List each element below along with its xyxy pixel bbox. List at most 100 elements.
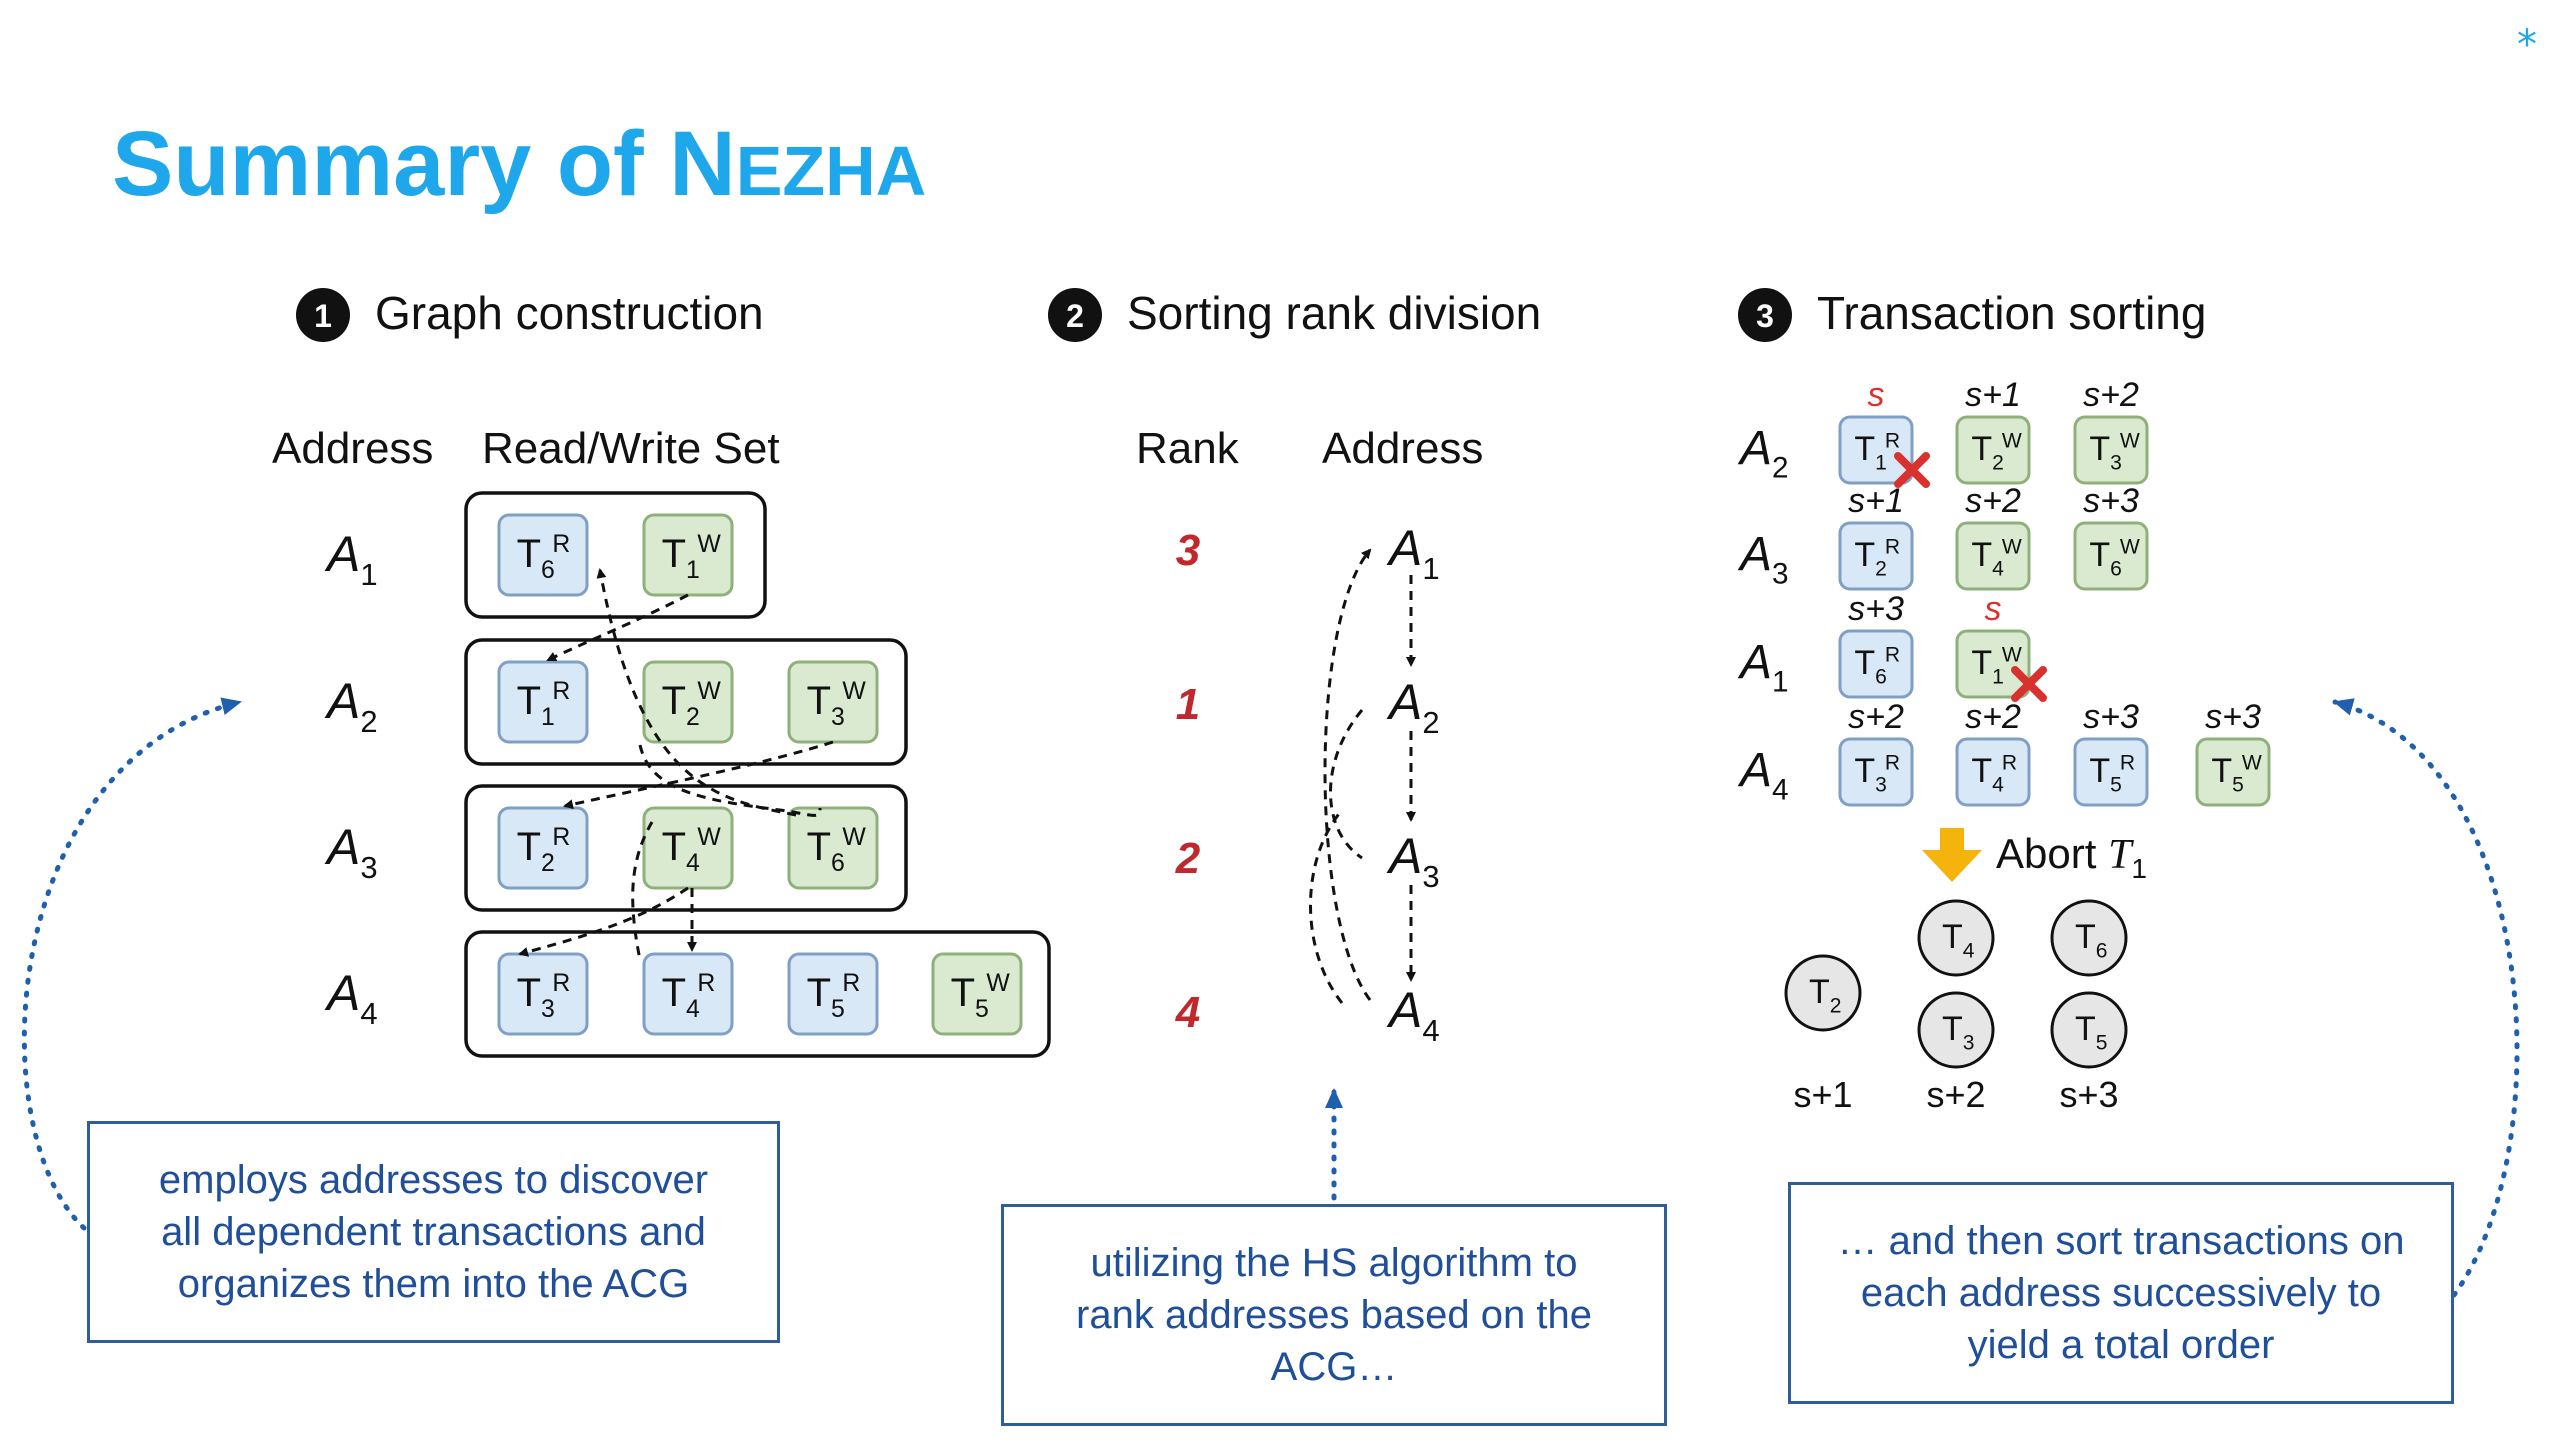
rank-edge — [1323, 548, 1372, 1001]
sorted-tx-box: T4R — [1955, 737, 2031, 807]
callout-transaction-sorting: … and then sort transactions on each add… — [1788, 1182, 2454, 1404]
tx-label: T4R — [662, 970, 716, 1023]
sort-address-label: A1 — [1737, 636, 1789, 698]
tx-box-bg — [931, 952, 1023, 1036]
section-number: 3 — [1756, 298, 1774, 334]
section-3-header: 3 Transaction sorting — [1738, 287, 2206, 342]
tx-box-bg — [1838, 737, 1914, 807]
tx-box-bg — [787, 806, 879, 890]
tx-label: T6R — [517, 531, 571, 584]
tx-box-bg — [1955, 415, 2031, 485]
ranked-address: A3 — [1386, 828, 1440, 894]
address-container — [464, 930, 1051, 1058]
tx-box: T3R — [497, 952, 589, 1036]
section-number-badge — [1048, 288, 1102, 342]
address-label: A4 — [324, 965, 378, 1031]
tx-box-bg — [497, 513, 589, 597]
sorted-tx-box: T5R — [2073, 737, 2149, 807]
slot-label: s+3 — [2083, 482, 2139, 520]
tx-box: T1R — [497, 660, 589, 744]
tx-label: T1W — [1971, 643, 2021, 688]
callout-rank-division: utilizing the HS algorithm to rank addre… — [1001, 1204, 1667, 1426]
order-slot-label: s+2 — [1926, 1074, 1985, 1115]
ordered-tx-label: T3 — [1942, 1010, 1975, 1055]
tx-box: T2R — [497, 806, 589, 890]
slot-label: s+3 — [1848, 590, 1904, 628]
tx-box-bg — [497, 952, 589, 1036]
tx-box-bg — [1838, 415, 1914, 485]
ranked-address: A2 — [1386, 674, 1440, 740]
tx-label: T3R — [517, 970, 571, 1023]
tx-box-bg — [2073, 415, 2149, 485]
tx-box-bg — [1955, 521, 2031, 591]
sorted-tx-box: T1W — [1955, 629, 2031, 699]
ordered-tx-circle — [1917, 991, 1995, 1069]
dependency-edge — [631, 821, 654, 961]
slot-label: s+2 — [1965, 698, 2021, 736]
tx-label: T1R — [517, 678, 571, 731]
dependency-edge — [638, 744, 822, 817]
tx-label: T5W — [951, 970, 1011, 1023]
rank-value: 3 — [1176, 526, 1200, 575]
tx-box-bg — [642, 952, 734, 1036]
tx-box: T5W — [931, 952, 1023, 1036]
sorted-tx-box: T2R — [1838, 521, 1914, 591]
tx-box-bg — [787, 952, 879, 1036]
tx-label: T3R — [1854, 751, 1900, 796]
sorted-tx-box: T3W — [2073, 415, 2149, 485]
section-title: Transaction sorting — [1817, 287, 2206, 339]
dependency-edge — [596, 568, 797, 817]
tx-label: T4W — [1971, 535, 2021, 580]
dependency-edge — [563, 740, 834, 810]
section-number-badge — [296, 288, 350, 342]
slot-label: s — [1868, 376, 1885, 414]
tx-label: T3W — [2089, 429, 2139, 474]
tx-label: T5W — [2211, 751, 2261, 796]
tx-label: T2W — [662, 678, 722, 731]
address-label: A2 — [324, 673, 378, 739]
tx-box-bg — [1838, 521, 1914, 591]
tx-label: T4W — [662, 824, 722, 877]
dependency-edge — [546, 593, 689, 662]
dotted-connector-left — [21, 697, 243, 1231]
tx-box: T6W — [787, 806, 879, 890]
tx-box: T4W — [642, 806, 734, 890]
tx-label: T2R — [1854, 535, 1900, 580]
ranked-address: A4 — [1386, 982, 1440, 1048]
tx-box: T4R — [642, 952, 734, 1036]
order-slot-label: s+1 — [1793, 1074, 1852, 1115]
abort-cross-icon — [2011, 666, 2047, 702]
slot-label: s+2 — [1965, 482, 2021, 520]
callout-graph-construction: employs addresses to discover all depend… — [87, 1121, 780, 1343]
slide-title: Summary of NEZHA — [112, 113, 927, 215]
column-header-rwset: Read/Write Set — [482, 424, 780, 473]
corner-asterisk-icon: * — [2517, 22, 2537, 68]
tx-box-bg — [2195, 737, 2271, 807]
sorted-tx-box: T6W — [2073, 521, 2149, 591]
tx-box-bg — [2073, 737, 2149, 807]
tx-box-bg — [1955, 737, 2031, 807]
tx-box: T6R — [497, 513, 589, 597]
slot-label: s+3 — [2205, 698, 2261, 736]
tx-label: T2W — [1971, 429, 2021, 474]
tx-box: T1W — [642, 513, 734, 597]
sorted-tx-box: T3R — [1838, 737, 1914, 807]
sort-address-label: A4 — [1737, 744, 1789, 806]
ordered-tx-label: T2 — [1809, 973, 1842, 1018]
abort-cross-icon — [1894, 452, 1930, 488]
column-header-rank: Rank — [1136, 424, 1240, 473]
rank-value: 2 — [1175, 834, 1201, 883]
sorted-tx-box: T5W — [2195, 737, 2271, 807]
down-arrow-icon — [1922, 828, 1982, 882]
column-header-address: Address — [272, 424, 433, 473]
dependency-edge — [518, 886, 689, 957]
address-label: A1 — [324, 526, 378, 592]
section-title: Graph construction — [375, 287, 764, 339]
tx-box-bg — [2073, 521, 2149, 591]
sorted-tx-box: T6R — [1838, 629, 1914, 699]
slot-label: s+2 — [1848, 698, 1904, 736]
rank-value: 4 — [1175, 988, 1200, 1037]
tx-label: T6W — [807, 824, 867, 877]
tx-label: T3W — [807, 678, 867, 731]
